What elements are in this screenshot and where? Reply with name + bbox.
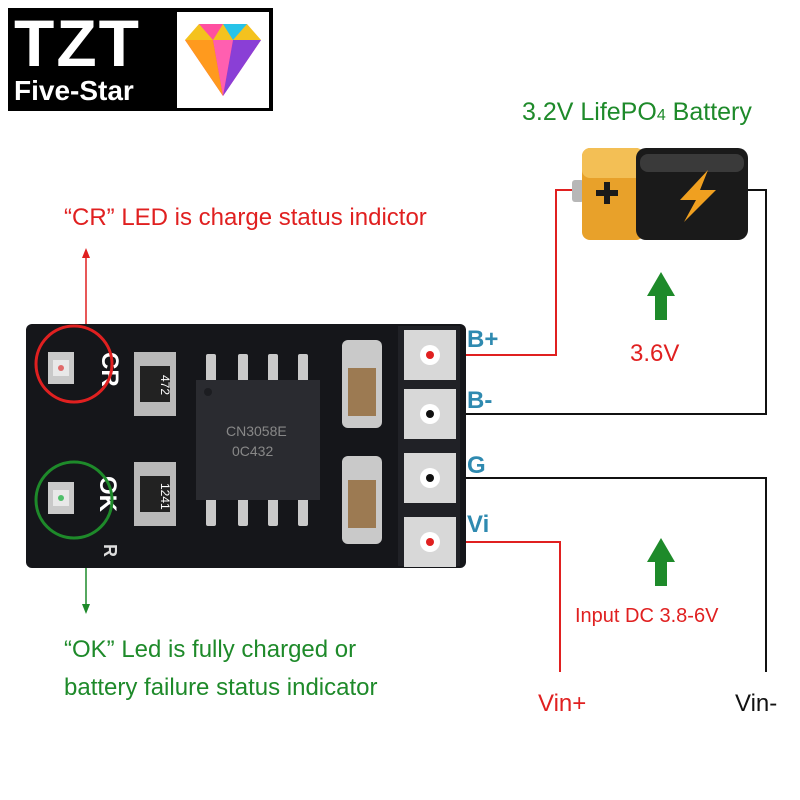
battery-icon [572, 148, 748, 240]
pin-label-vi: Vi [467, 511, 490, 538]
silk-cr: CR [96, 352, 123, 387]
vin-plus-label: Vin+ [538, 690, 587, 717]
capacitor-bottom [342, 456, 382, 544]
charger-ic: CN3058E 0C432 [196, 354, 320, 526]
diamond-icon [185, 24, 261, 96]
ok-note-line2: battery failure status indicator [64, 674, 378, 701]
ok-led [48, 482, 74, 514]
vin-minus-label: Vin- [735, 690, 778, 717]
logo-text-five-star: Five-Star [14, 75, 134, 106]
pad-g [404, 453, 456, 503]
logo-text-tzt: TZT [14, 6, 141, 80]
cr-led [48, 352, 74, 384]
cr-highlight-circle [34, 324, 114, 404]
resistor-472: 472 [134, 352, 176, 416]
pin-label-g: G [467, 452, 486, 479]
battery-label: 3.2V LifePO4 Battery [522, 98, 752, 126]
arrow-up-icon-input [647, 538, 675, 586]
pad-vi [404, 517, 456, 567]
ok-highlight-circle [34, 460, 114, 540]
pin-label-b-minus: B- [467, 387, 493, 414]
silk-r: R [100, 544, 120, 557]
svg-text:0C432: 0C432 [232, 443, 273, 459]
logo-diamond-panel [177, 12, 269, 108]
wire-g [430, 477, 767, 672]
svg-text:1241: 1241 [158, 483, 172, 510]
arrow-up-icon-battery [647, 272, 675, 320]
svg-text:472: 472 [158, 375, 172, 395]
wire-b-plus [430, 189, 578, 356]
svg-text:CN3058E: CN3058E [226, 423, 287, 439]
resistor-1241: 1241 [134, 462, 176, 526]
wire-b-minus [430, 189, 767, 415]
ok-note-line1: “OK” Led is fully charged or [64, 636, 357, 663]
pcb-board: CR OK R 472 1241 CN3058E 0C432 [26, 324, 466, 568]
input-note: Input DC 3.8-6V [575, 605, 719, 627]
capacitor-top [342, 340, 382, 428]
pin-label-b-plus: B+ [467, 326, 499, 353]
cr-note: “CR” LED is charge status indictor [64, 204, 427, 231]
pad-b-plus [404, 330, 456, 380]
wire-vi [430, 541, 561, 672]
output-voltage: 3.6V [630, 340, 680, 367]
pad-b-minus [404, 389, 456, 439]
cr-pointer [82, 248, 90, 330]
